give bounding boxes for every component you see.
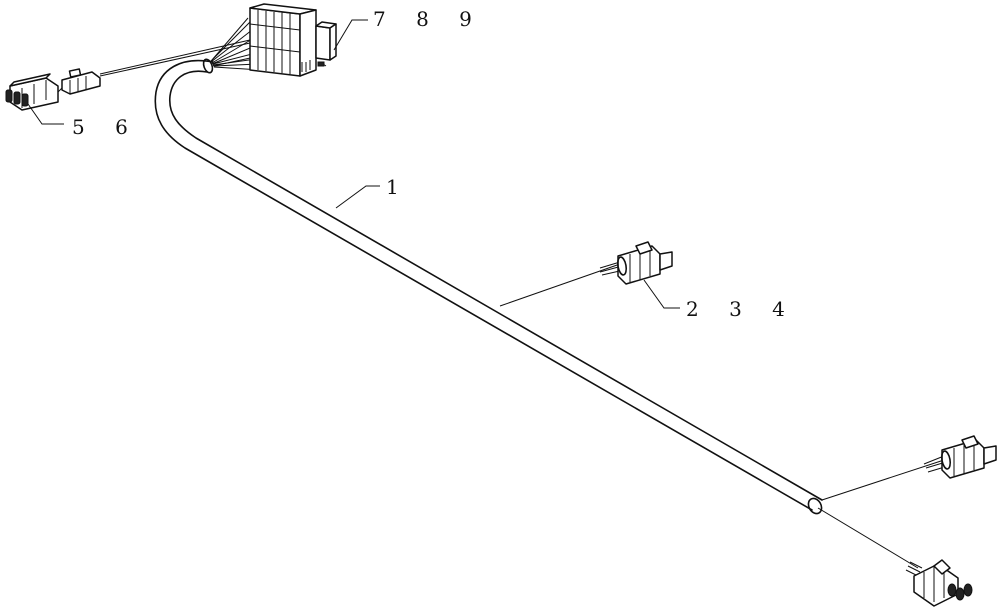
cable-top-end xyxy=(202,58,214,74)
leader-main-cable xyxy=(335,185,380,209)
leader-lines xyxy=(27,19,680,309)
mid-connector xyxy=(499,241,673,307)
top-block-connector xyxy=(209,3,337,77)
right-lower-connector xyxy=(817,507,973,607)
cable-end-cap xyxy=(807,497,823,515)
left-connector xyxy=(5,39,251,111)
leader-mid-connector xyxy=(643,279,680,309)
label-left-connector: 5 6 xyxy=(72,115,140,139)
leader-top-block xyxy=(333,19,368,51)
label-main-cable: 1 xyxy=(386,175,399,199)
label-mid-connector: 2 3 4 xyxy=(686,297,797,321)
right-upper-connector xyxy=(821,435,997,501)
label-top-block: 7 8 9 xyxy=(373,7,484,31)
leader-left-connector xyxy=(27,103,64,125)
main-cable xyxy=(154,58,823,515)
